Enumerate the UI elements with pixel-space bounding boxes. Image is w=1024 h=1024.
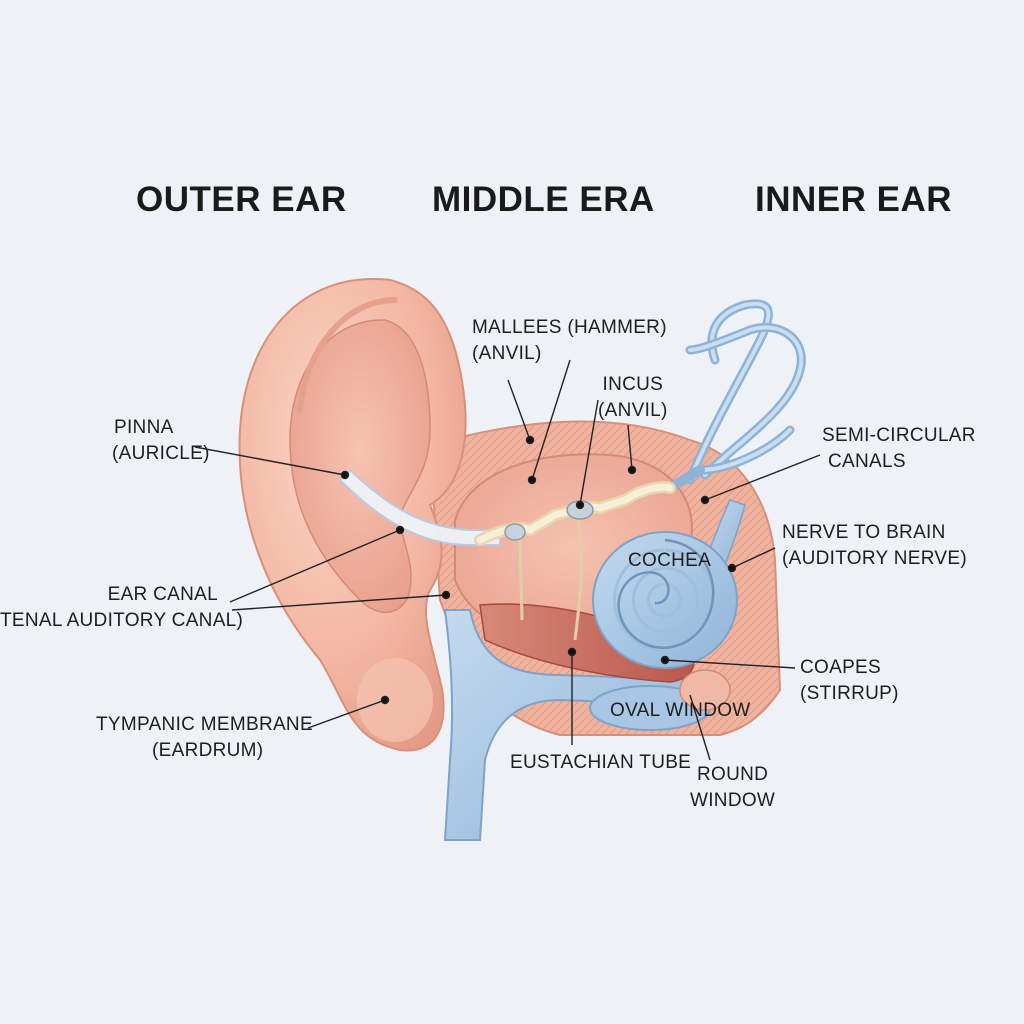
label-oval-window: OVAL WINDOW [610,700,751,721]
title-middle-ear: MIDDLE ERA [432,180,655,219]
title-inner-ear: INNER EAR [755,180,953,219]
label-incus: INCUS (ANVIL) [598,374,668,421]
round-window-structure [679,669,731,711]
label-auditory-nerve: NERVE TO BRAIN (AUDITORY NERVE) [782,522,967,569]
title-outer-ear: OUTER EAR [136,180,347,219]
label-malleus: MALLEES (HAMMER) (ANVIL) [472,317,667,364]
label-pinna: PINNA (AURICLE) [112,417,210,464]
helix-fold [297,297,398,413]
eustachian-tube [443,609,701,841]
leader-lines [194,359,821,761]
label-ear-canal: EAR CANAL TENAL AUDITORY CANAL) [0,584,244,631]
label-eustachian-tube: EUSTACHIAN TUBE [510,752,692,773]
label-cochlea: COCHEA [628,550,712,571]
label-stapes: COAPES (STIRRUP) [800,657,899,704]
label-round-window: ROUND WINDOW [690,764,776,811]
earlobe [357,658,433,742]
semicircular-canals [670,299,806,490]
label-semicircular-canals: SEMI-CIRCULAR CANALS [822,425,976,472]
label-tympanic-membrane: TYMPANIC MEMBRANE (EARDRUM) [96,714,313,761]
concha [289,319,431,614]
cochlea [592,531,738,669]
